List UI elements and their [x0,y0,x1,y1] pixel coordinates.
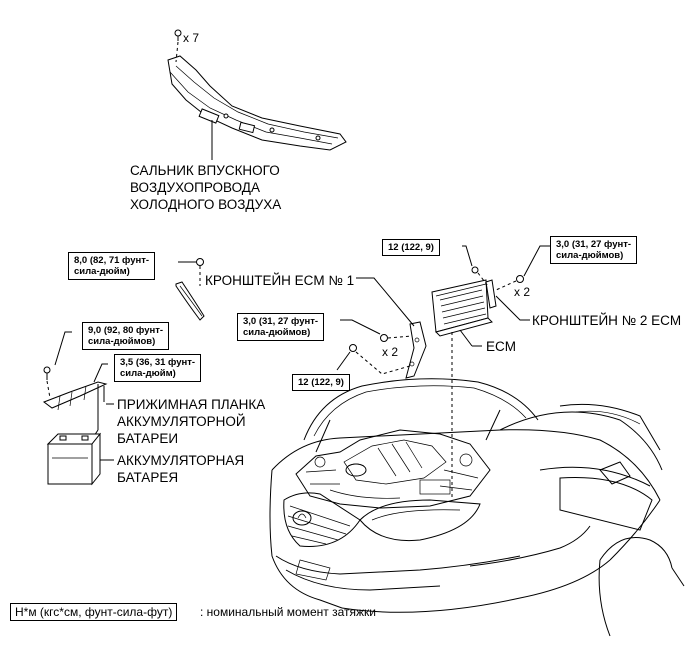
clamp-bolt-icon [43,366,51,380]
clip-icon [174,29,182,41]
torque-spec-t7: 12 (122, 9) [292,374,350,391]
torque-t3-leader [340,319,381,335]
battery-label-line-1: АККУМУЛЯТОРНАЯ [117,453,245,468]
vehicle-front [269,378,685,637]
torque-t4-line-1: 3,0 (31, 27 фунт- [556,239,632,250]
torque-t2-line-1: 12 (122, 9) [388,242,434,253]
bolt-icon [380,334,388,342]
clamp-bolt-dash [46,380,51,399]
torque-spec-t3: 3,0 (31, 27 фунт- сила-дюймов) [237,313,325,341]
battery-label: АККУМУЛЯТОРНАЯ БАТАРЕЯ [117,452,244,486]
clip-quantity: x 7 [183,31,200,45]
torque-t1-line-1: 8,0 (82, 71 фунт- [74,255,150,266]
cowl-seal-label: САЛЬНИК ВПУСКНОГО ВОЗДУХОПРОВОДА ХОЛОДНО… [130,162,281,213]
bracket2-label-leader [495,295,530,321]
nut-icon [196,258,204,266]
torque-t1-line-2: сила-дюйм) [74,266,130,277]
battery [46,432,102,486]
ecm-label-leader [459,329,473,347]
ecm-module [431,279,493,337]
battery-clamp-label-line-2: АККУМУЛЯТОРНОЙ [117,414,246,429]
torque-t2-leader [462,245,473,267]
legend-unit-box: Н*м (кгс*см, фунт-сила-фут) [10,603,178,621]
battery-label-line-2: БАТАРЕЯ [117,470,179,485]
torque-t5-line-1: 9,0 (92, 80 фунт- [88,325,164,336]
left-bracket [175,281,205,321]
bracket2-bolt2-dash [495,280,517,291]
bracket1-label-leader [356,277,415,327]
torque-t6-leader [93,363,108,383]
torque-t7-leader [336,351,351,371]
bracket2-bolt-dash [477,272,489,287]
ecm-bracket-2-label: КРОНШТЕЙН № 2 ECM [532,313,682,328]
legend-description: : номинальный момент затяжки [200,605,376,619]
battery-clamp-label-line-1: ПРИЖИМНАЯ ПЛАНКА [117,397,266,412]
cowl-seal-label-line-2: ВОЗДУХОПРОВОДА [130,180,260,195]
torque-spec-t5: 9,0 (92, 80 фунт- сила-дюймов) [82,322,170,350]
torque-spec-t6: 3,5 (36, 31 фунт- сила-дюйм) [114,354,202,382]
torque-t7-line-1: 12 (122, 9) [298,377,344,388]
torque-spec-t4: 3,0 (31, 27 фунт- сила-дюймов) [550,236,638,264]
torque-t5-line-2: сила-дюймов) [88,336,156,347]
ecm-bracket-2 [485,279,497,309]
torque-t5-leader [54,331,72,366]
bolt-icon [349,344,357,352]
torque-t4-line-2: сила-дюймов) [556,250,624,261]
battery-clamp-label: ПРИЖИМНАЯ ПЛАНКА АККУМУЛЯТОРНОЙ БАТАРЕИ [117,396,265,447]
ecm-label: ECM [486,339,516,354]
bolt-icon [471,266,479,274]
torque-t6-line-1: 3,5 (36, 31 фунт- [120,357,196,368]
torque-t3-line-2: сила-дюймов) [243,327,311,338]
ecm-bracket-1-label: КРОНШТЕЙН ECM № 1 [205,273,355,288]
torque-t4-leader [523,245,552,277]
bracket1-bolt-dash [387,335,413,339]
ecm-bracket-1 [405,321,427,379]
cowl-seal-label-line-1: САЛЬНИК ВПУСКНОГО [130,163,280,178]
torque-t3-line-1: 3,0 (31, 27 фунт- [243,316,319,327]
battery-clamp [42,381,108,437]
battery-clamp-label-line-3: БАТАРЕИ [117,431,179,446]
torque-spec-t2: 12 (122, 9) [382,239,440,256]
bolt-icon [516,275,524,283]
torque-t6-line-2: сила-дюйм) [120,368,176,379]
bracket2-bolt-quantity: x 2 [514,285,531,299]
bracket1-bolt-quantity: x 2 [382,345,399,359]
cowl-seal-label-line-3: ХОЛОДНОГО ВОЗДУХА [130,197,282,212]
cold-air-intake-seal [167,55,347,151]
torque-spec-t1: 8,0 (82, 71 фунт- сила-дюйм) [68,252,156,280]
